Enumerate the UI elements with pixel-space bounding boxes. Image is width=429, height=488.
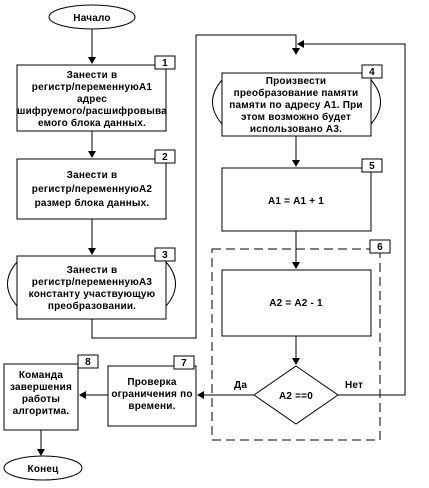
- block-1: 1 Занести в регистр/переменнуюА1 адрес ш…: [16, 55, 176, 132]
- block-8-number: 8: [85, 357, 91, 368]
- connector-b3-to-b4: [91, 34, 300, 339]
- block-8-number-box: [77, 354, 99, 369]
- block-7-line-1: Проверка: [127, 377, 176, 388]
- end-label: Конец: [28, 464, 60, 475]
- block-6-number: 6: [377, 242, 383, 253]
- block-4-line-2: преобразование памяти: [234, 87, 359, 99]
- block-2-number-box: [154, 149, 176, 164]
- block-4-number: 4: [369, 67, 375, 78]
- block-5-line-1: А1 = А1 + 1: [268, 196, 324, 207]
- block-5-number: 5: [369, 161, 375, 172]
- block-7-line-3: времени.: [128, 401, 175, 412]
- block-7-line-2: ограничения по: [111, 389, 192, 400]
- block-8: 8 Команда завершения работы алгоритма.: [3, 354, 99, 431]
- block-5: 5 А1 = А1 + 1: [221, 158, 383, 232]
- block-3-number-box: [154, 247, 176, 262]
- block-8-line-4: алгоритма.: [13, 406, 70, 417]
- connector-no-loop: [297, 40, 406, 396]
- block-2-line-3: размер блока данных.: [35, 197, 150, 209]
- block-8-line-1: Команда: [19, 370, 63, 381]
- block-3-line-2: регистр/переменнуюА3: [32, 277, 153, 288]
- start-label: Начало: [73, 13, 110, 24]
- block-3-line-4: преобразовании.: [48, 300, 136, 312]
- block-3-line-1: Занести в: [67, 265, 118, 276]
- block-6: 6: [211, 239, 391, 441]
- block-5-number-box: [361, 158, 383, 173]
- block-8-line-3: работы: [22, 393, 60, 405]
- block-6-inner: А2 = А2 - 1: [221, 269, 372, 337]
- block-1-line-2: регистр/переменнуюА1: [32, 82, 153, 93]
- block-4-line-1: Произвести: [266, 76, 327, 87]
- block-1-line-4: шифруемого/расшифровыва: [17, 105, 167, 117]
- label-yes: Да: [234, 380, 247, 391]
- block-4: 4 Произвести преобразование памяти памят…: [212, 64, 383, 137]
- block-4-number-box: [361, 64, 383, 79]
- block-4-line-4: этом возможно будет: [241, 111, 351, 123]
- block-8-line-2: завершения: [10, 382, 72, 393]
- label-no: Нет: [345, 380, 363, 391]
- block-2-number: 2: [162, 152, 168, 163]
- block-3-line-3: константу участвующую: [29, 289, 156, 300]
- block-6-inner-line-1: А2 = А2 - 1: [269, 298, 323, 309]
- block-7-number-box: [173, 355, 195, 370]
- decision-diamond: А2 ==0: [253, 365, 339, 425]
- block-6-number-box: [369, 239, 391, 254]
- start-terminator: Начало: [48, 4, 136, 30]
- block-2-line-2: регистр/переменнуюА2: [32, 184, 153, 195]
- block-3-number: 3: [162, 250, 168, 261]
- block-7-number: 7: [181, 358, 187, 369]
- block-4-line-5: использовано А3.: [250, 124, 342, 135]
- block-1-number-box: [154, 55, 176, 70]
- block-1-line-5: емого блока данных.: [38, 117, 146, 129]
- block-7: 7 Проверка ограничения по времени.: [107, 355, 197, 427]
- block-1-number: 1: [162, 58, 168, 69]
- end-terminator: Конец: [3, 455, 83, 481]
- block-4-line-3: памяти по адресу А1. При: [229, 100, 363, 111]
- block-1-line-3: адрес: [77, 94, 107, 105]
- block-2-line-1: Занести в: [67, 170, 118, 181]
- block-3: 3 Занести в регистр/переменнуюА3 констан…: [7, 247, 176, 320]
- block-2: 2 Занести в регистр/переменнуюА2 размер …: [16, 149, 176, 220]
- block-1-line-1: Занести в: [67, 70, 118, 81]
- decision-label: А2 ==0: [279, 391, 313, 402]
